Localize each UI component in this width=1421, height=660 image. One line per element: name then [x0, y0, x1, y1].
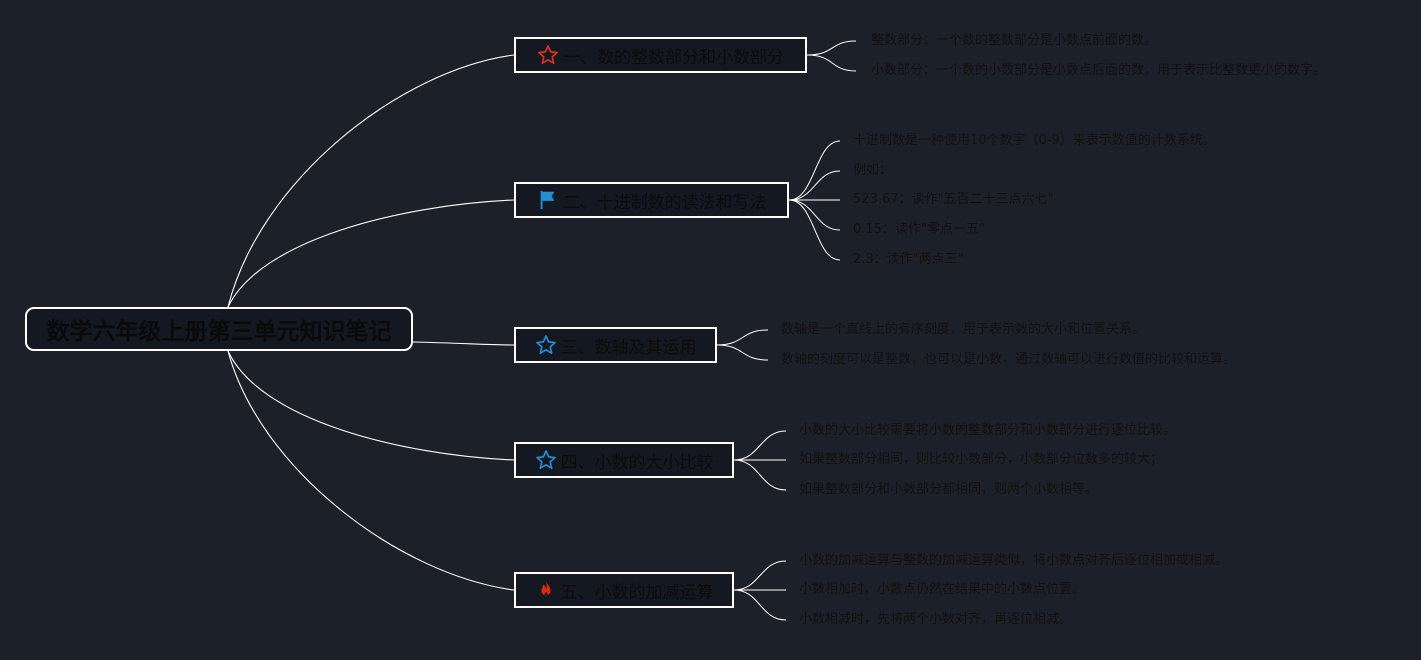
branch-4-topic[interactable]: 四、小数的大小比较 [514, 442, 734, 478]
branch-1-topic[interactable]: 一、数的整数部分和小数部分 [514, 37, 807, 73]
root-topic[interactable]: 数学六年级上册第三单元知识笔记 [25, 307, 413, 351]
branch-2-item-3: 523.67：读作"五百二十三点六七" [853, 192, 1054, 207]
blue-star-icon [535, 449, 557, 471]
red-star-icon [537, 44, 559, 66]
branch-2-item-2: 例如： [853, 163, 893, 178]
branch-5-item-1: 小数的加减运算与整数的加减运算类似，将小数点对齐后逐位相加或相减。 [799, 553, 1229, 568]
branch-2-topic[interactable]: 二、十进制数的读法和写法 [514, 182, 789, 218]
branch-2-label: 二、十进制数的读法和写法 [562, 192, 767, 213]
branch-5-item-2: 小数相加时，小数点仍然在结果中的小数点位置。 [799, 582, 1086, 597]
blue-flag-icon [537, 189, 559, 211]
branch-4-item-2: 如果整数部分相同，则比较小数部分，小数部分位数多的较大； [799, 452, 1164, 467]
branch-5-topic[interactable]: 五、小数的加减运算 [514, 572, 734, 608]
branch-5-label: 五、小数的加减运算 [560, 582, 714, 603]
fire-icon [535, 579, 557, 601]
blue-star-icon [535, 334, 557, 356]
branch-2-item-5: 2.3：读作"两点三" [853, 252, 964, 267]
branch-4-item-3: 如果整数部分和小数部分都相同，则两个小数相等。 [799, 482, 1099, 497]
branch-2-item-4: 0.15：读作"零点一五" [853, 222, 985, 237]
branch-3-item-1: 数轴是一个直线上的有序刻度，用于表示数的大小和位置关系。 [781, 322, 1146, 337]
branch-3-item-2: 数轴的刻度可以是整数，也可以是小数，通过数轴可以进行数值的比较和运算。 [781, 352, 1237, 367]
branch-4-item-1: 小数的大小比较需要将小数的整数部分和小数部分进行逐位比较。 [799, 423, 1177, 438]
branch-3-topic[interactable]: 三、数轴及其运用 [514, 327, 717, 363]
branch-2-item-1: 十进制数是一种使用10个数字（0-9）来表示数值的计数系统。 [853, 133, 1216, 148]
branch-1-item-2: 小数部分：一个数的小数部分是小数点后面的数，用于表示比整数更小的数字。 [871, 63, 1327, 78]
branch-3-label: 三、数轴及其运用 [560, 337, 697, 358]
branch-1-item-1: 整数部分：一个数的整数部分是小数点前面的数。 [871, 33, 1158, 48]
branch-4-label: 四、小数的大小比较 [560, 452, 714, 473]
branch-1-label: 一、数的整数部分和小数部分 [563, 47, 784, 68]
branch-5-item-3: 小数相减时，先将两个小数对齐，再逐位相减。 [799, 612, 1073, 627]
